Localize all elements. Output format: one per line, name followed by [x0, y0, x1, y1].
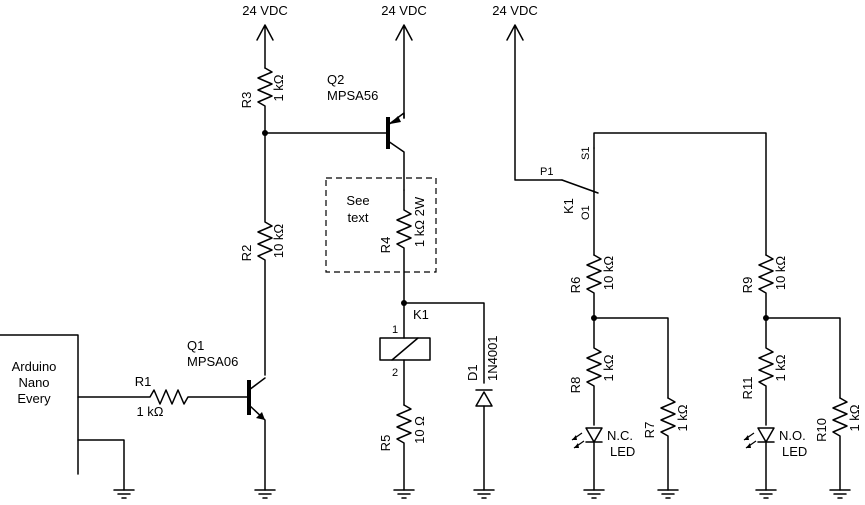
ground-symbol: [829, 489, 851, 499]
q1-ref: Q1: [187, 338, 204, 353]
r7-ref: R7: [642, 422, 657, 439]
see-text-box: [325, 177, 437, 273]
controller-line-2: Nano: [18, 375, 49, 390]
led-no: N.O. LED: [743, 427, 807, 491]
controller-line-1: Arduino: [12, 359, 57, 374]
r6-value: 10 kΩ: [601, 256, 616, 291]
see-text-line-1: See: [346, 193, 369, 208]
r8-ref: R8: [568, 377, 583, 394]
wire-diode-top: [403, 302, 485, 384]
ground-symbol: [473, 489, 495, 499]
transistor-q1: Q1 MPSA06: [187, 338, 266, 491]
diode-d1: D1 1N4001: [465, 335, 500, 491]
q2-part: MPSA56: [327, 88, 378, 103]
ground-symbol: [583, 489, 605, 499]
arduino-controller: Arduino Nano Every: [0, 334, 125, 491]
resistor-r10: R10 1 kΩ: [814, 397, 862, 491]
supply-label-middle: 24 VDC: [381, 3, 427, 18]
ground-symbol: [657, 489, 679, 499]
r10-ref: R10: [814, 418, 829, 442]
led-nc-label-1: N.C.: [607, 428, 633, 443]
r6-ref: R6: [568, 277, 583, 294]
q2-ref: Q2: [327, 72, 344, 87]
ground-symbol: [254, 489, 276, 499]
r4-value: 1 kΩ 2W: [412, 196, 427, 247]
ground-symbol: [393, 489, 415, 499]
supply-arrow-middle: 24 VDC: [381, 3, 427, 119]
resistor-r5: R5 10 Ω: [378, 404, 427, 491]
led-nc-label-2: LED: [610, 444, 635, 459]
r1-value: 1 kΩ: [136, 404, 163, 419]
transistor-q2: Q2 MPSA56: [327, 72, 405, 191]
r3-value: 1 kΩ: [271, 74, 286, 101]
resistor-r4: R4 1 kΩ 2W: [378, 189, 427, 304]
q1-part: MPSA06: [187, 354, 238, 369]
led-no-label-1: N.O.: [779, 428, 806, 443]
k1-ref-contacts: K1: [561, 198, 576, 214]
resistor-r7: R7 1 kΩ: [642, 397, 690, 491]
r4-ref: R4: [378, 237, 393, 254]
resistor-r11: R11 1 kΩ: [740, 317, 788, 426]
r1-ref: R1: [135, 374, 152, 389]
r9-ref: R9: [740, 277, 755, 294]
supply-label-left: 24 VDC: [242, 3, 288, 18]
led-nc: N.C. LED: [571, 427, 635, 491]
r11-ref: R11: [740, 377, 755, 400]
resistor-r8: R8 1 kΩ: [568, 317, 616, 426]
resistor-r3: R3 1 kΩ: [239, 67, 286, 134]
led-no-label-2: LED: [782, 444, 807, 459]
k1-ref: K1: [413, 307, 429, 322]
see-text-line-2: text: [348, 210, 369, 225]
supply-arrow-left: 24 VDC: [242, 3, 288, 69]
k1-contact-o1: O1: [580, 205, 592, 220]
r8-value: 1 kΩ: [601, 354, 616, 381]
d1-part: 1N4001: [485, 335, 500, 381]
r5-value: 10 Ω: [412, 416, 427, 444]
k1-pin-2: 2: [392, 367, 398, 379]
r5-ref: R5: [378, 435, 393, 452]
ground-symbol: [113, 489, 135, 499]
r2-ref: R2: [239, 245, 254, 262]
r9-value: 10 kΩ: [773, 256, 788, 291]
r2-value: 10 kΩ: [271, 224, 286, 259]
wire-r10-top: [765, 317, 841, 399]
d1-ref: D1: [465, 364, 480, 381]
supply-label-right: 24 VDC: [492, 3, 538, 18]
resistor-r6: R6 10 kΩ: [568, 254, 616, 319]
k1-pin-1: 1: [392, 324, 398, 336]
resistor-r1: R1 1 kΩ: [77, 374, 250, 419]
supply-arrow-right: 24 VDC: [492, 3, 563, 181]
r3-ref: R3: [239, 92, 254, 109]
ground-symbol: [755, 489, 777, 499]
relay-coil-k1: 1 2: [379, 302, 431, 406]
relay-contacts-k1: P1 S1 O1 K1: [540, 132, 767, 256]
r11-value: 1 kΩ: [773, 354, 788, 381]
k1-contact-s1: S1: [580, 147, 592, 160]
k1-contact-p1: P1: [540, 166, 553, 178]
resistor-r9: R9 10 kΩ: [740, 254, 788, 319]
r7-value: 1 kΩ: [675, 404, 690, 431]
r10-value: 1 kΩ: [847, 404, 862, 431]
wire-r7-top: [593, 317, 669, 399]
resistor-r2: R2 10 kΩ: [239, 132, 286, 376]
controller-line-3: Every: [17, 391, 51, 406]
